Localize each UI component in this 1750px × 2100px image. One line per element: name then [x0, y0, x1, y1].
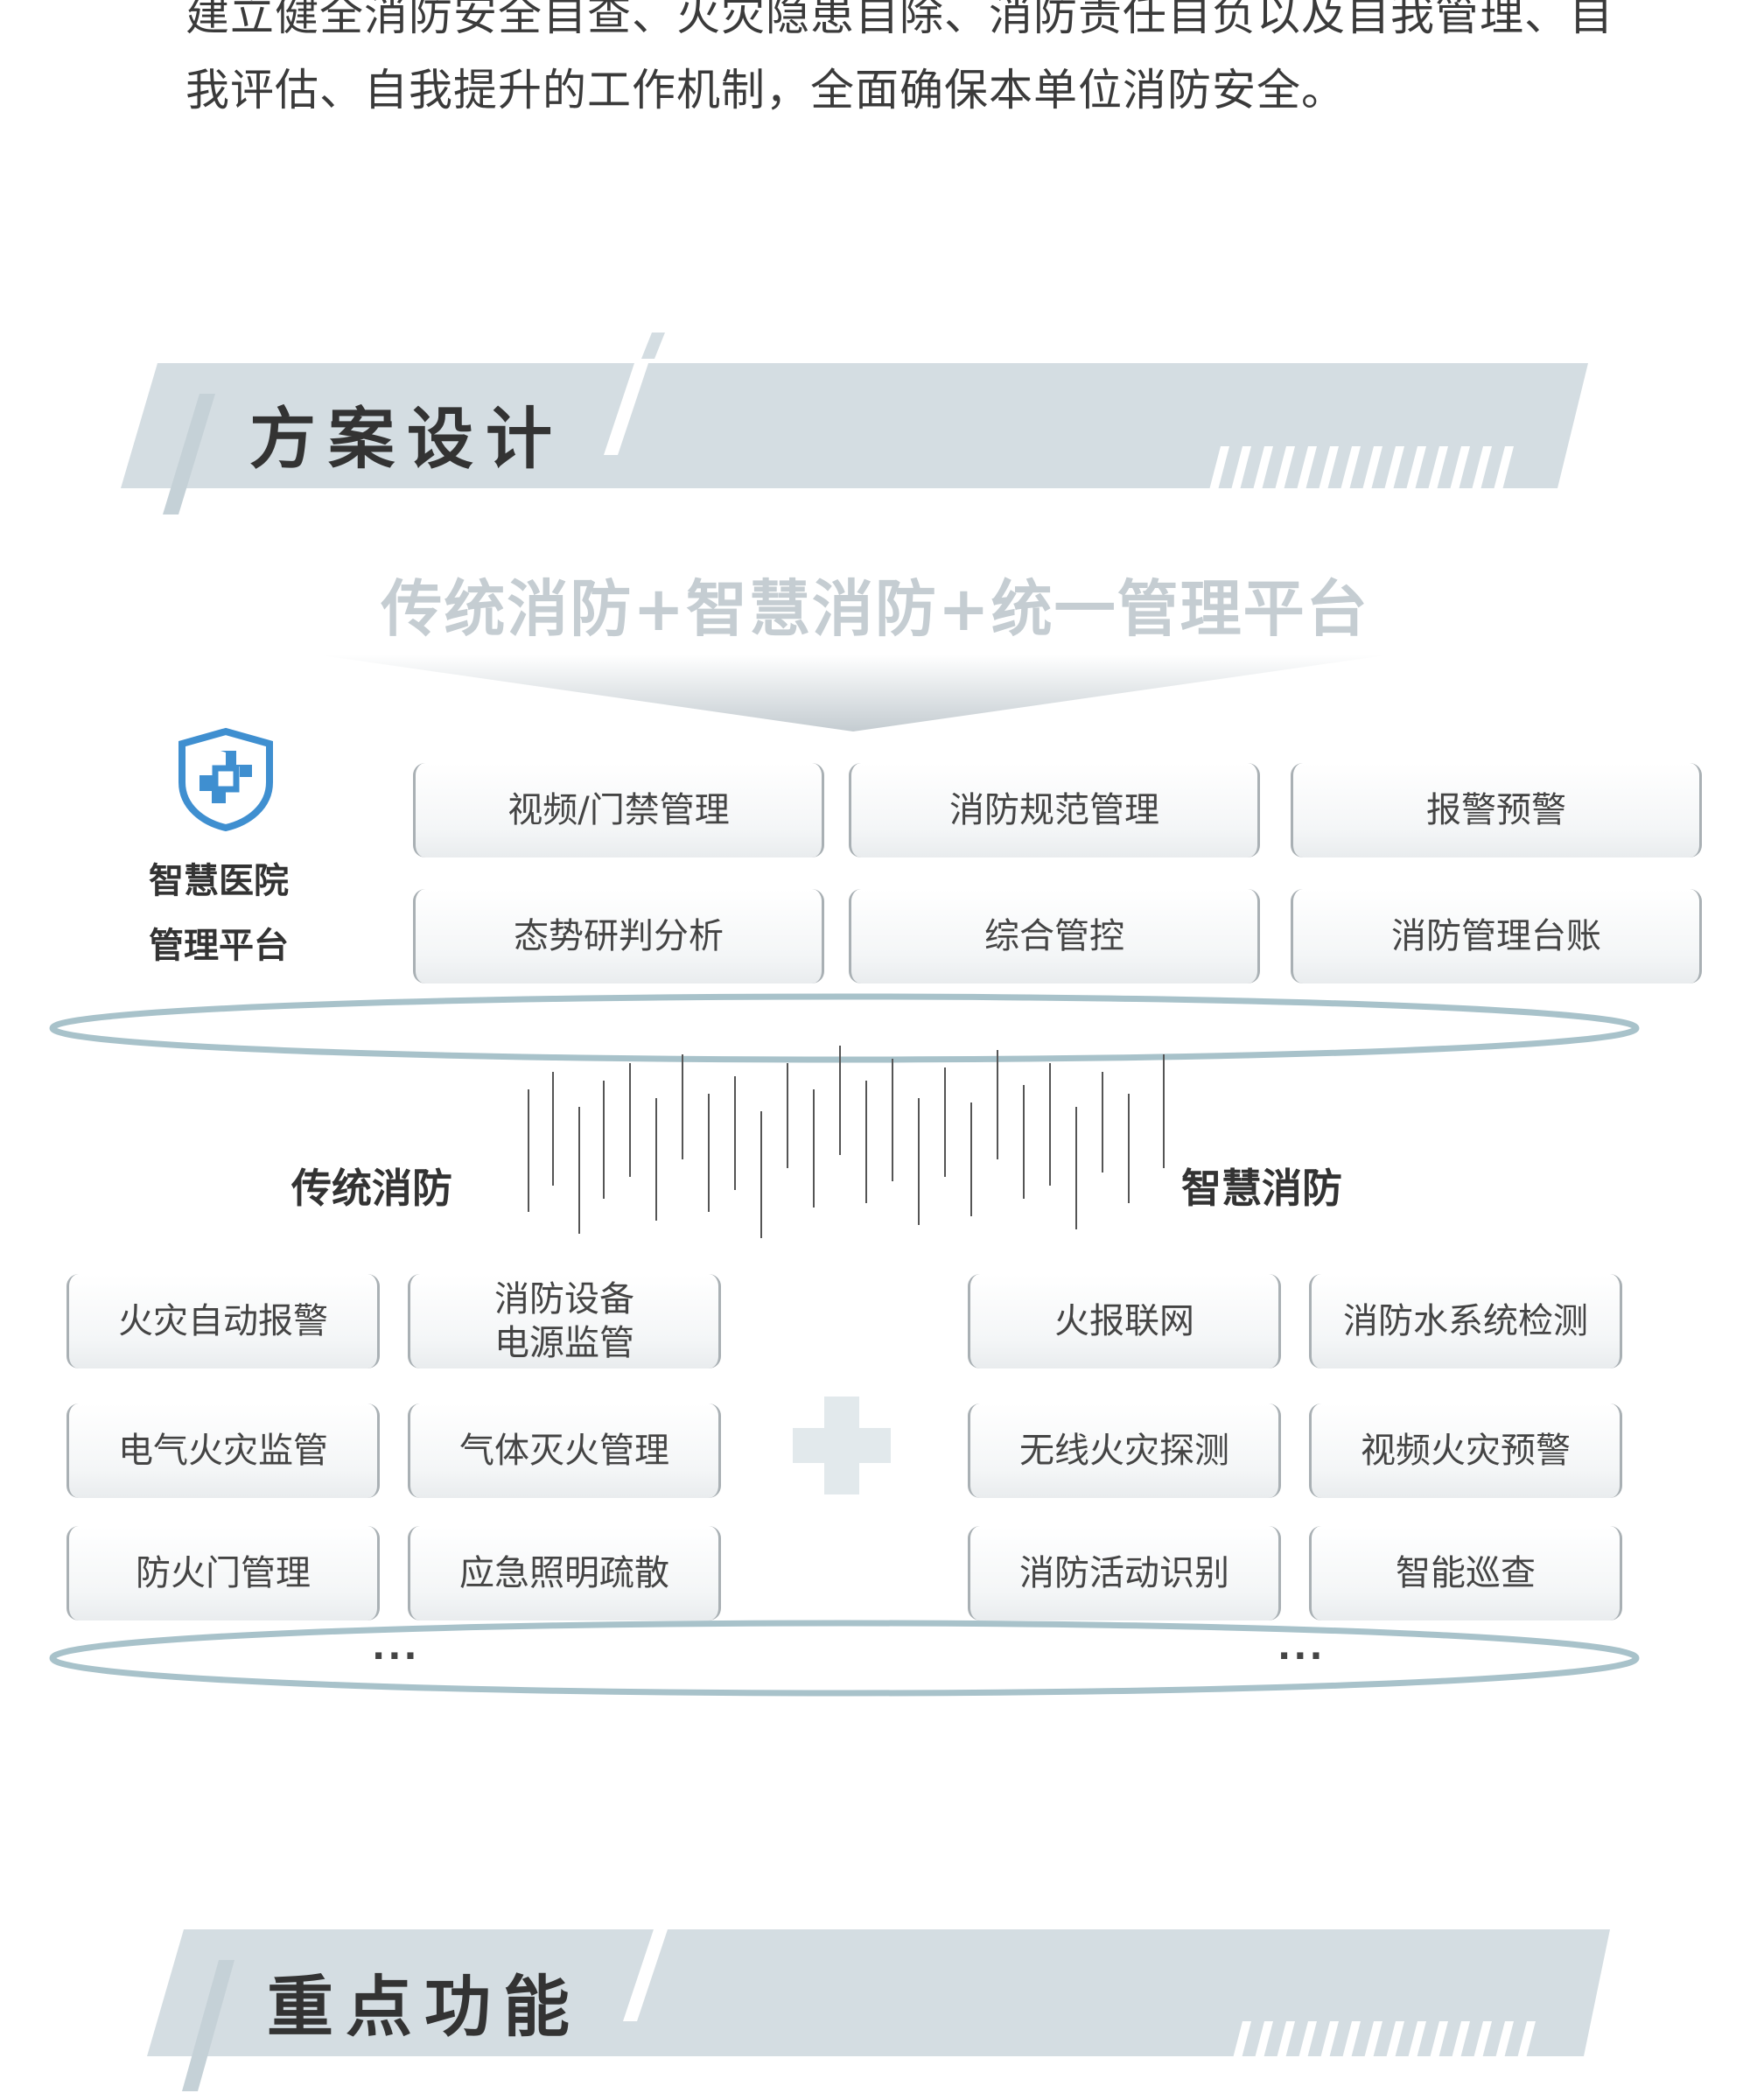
plus-icon	[793, 1396, 891, 1494]
platform-name-line-1: 智慧医院	[149, 861, 289, 901]
platform-title: 传统消防+智慧消防+统一管理平台	[381, 573, 1369, 645]
funnel-arrow	[315, 654, 1391, 732]
module-box-fire-ledger[interactable]: 消防管理台账	[1291, 889, 1702, 984]
section-banner-key-features: 重点功能	[0, 1890, 1750, 2091]
module-box-alarm-warning[interactable]: 报警预警	[1291, 763, 1702, 858]
smart-box-wireless-detection[interactable]: 无线火灾探测	[968, 1404, 1281, 1498]
banner-background	[121, 324, 1588, 514]
trad-box-power-monitor[interactable]: 消防设备 电源监管	[408, 1274, 721, 1368]
trad-more-ellipsis: ...	[372, 1628, 420, 1668]
lower-ring	[49, 1620, 1640, 1697]
smart-box-alarm-network[interactable]: 火报联网	[968, 1274, 1281, 1368]
trad-box-emergency-lighting[interactable]: 应急照明疏散	[408, 1526, 721, 1620]
intro-paragraph: 建立健全消防安全自查、火灾隐患自除、消防责任自负以及自我管理、自 我评估、自我提…	[186, 0, 1620, 128]
trad-box-gas-suppression[interactable]: 气体灭火管理	[408, 1404, 721, 1498]
platform-name: 智慧医院 管理平台	[149, 849, 306, 978]
section-title-key-features: 重点功能	[267, 1968, 582, 2046]
hospital-shield-icon	[175, 726, 276, 832]
trad-box-auto-alarm[interactable]: 火灾自动报警	[66, 1274, 380, 1368]
banner-background-2	[147, 1890, 1610, 2091]
smart-box-activity-recognition[interactable]: 消防活动识别	[968, 1526, 1281, 1620]
module-box-video-access[interactable]: 视频/门禁管理	[413, 763, 824, 858]
module-box-situation-analysis[interactable]: 态势研判分析	[413, 889, 824, 984]
smart-fire-title: 智慧消防	[1181, 1165, 1342, 1212]
intro-line-1: 建立健全消防安全自查、火灾隐患自除、消防责任自负以及自我管理、自	[186, 0, 1614, 40]
smart-box-smart-patrol[interactable]: 智能巡查	[1309, 1526, 1622, 1620]
smart-box-water-system[interactable]: 消防水系统检测	[1309, 1274, 1622, 1368]
platform-name-line-2: 管理平台	[149, 926, 289, 966]
smart-more-ellipsis: ...	[1278, 1628, 1326, 1668]
traditional-fire-title: 传统消防	[291, 1165, 452, 1212]
connector-lines	[528, 1046, 1165, 1238]
section-title-design: 方案设计	[249, 400, 564, 478]
smart-box-video-fire-warning[interactable]: 视频火灾预警	[1309, 1404, 1622, 1498]
module-box-integrated-control[interactable]: 综合管控	[849, 889, 1260, 984]
section-banner-design: 方案设计	[0, 324, 1750, 525]
trad-box-electrical-fire[interactable]: 电气火灾监管	[66, 1404, 380, 1498]
intro-line-2: 我评估、自我提升的工作机制，全面确保本单位消防安全。	[186, 65, 1346, 116]
upper-ring	[49, 993, 1640, 1063]
module-box-fire-regulation[interactable]: 消防规范管理	[849, 763, 1260, 858]
trad-box-fire-door[interactable]: 防火门管理	[66, 1526, 380, 1620]
